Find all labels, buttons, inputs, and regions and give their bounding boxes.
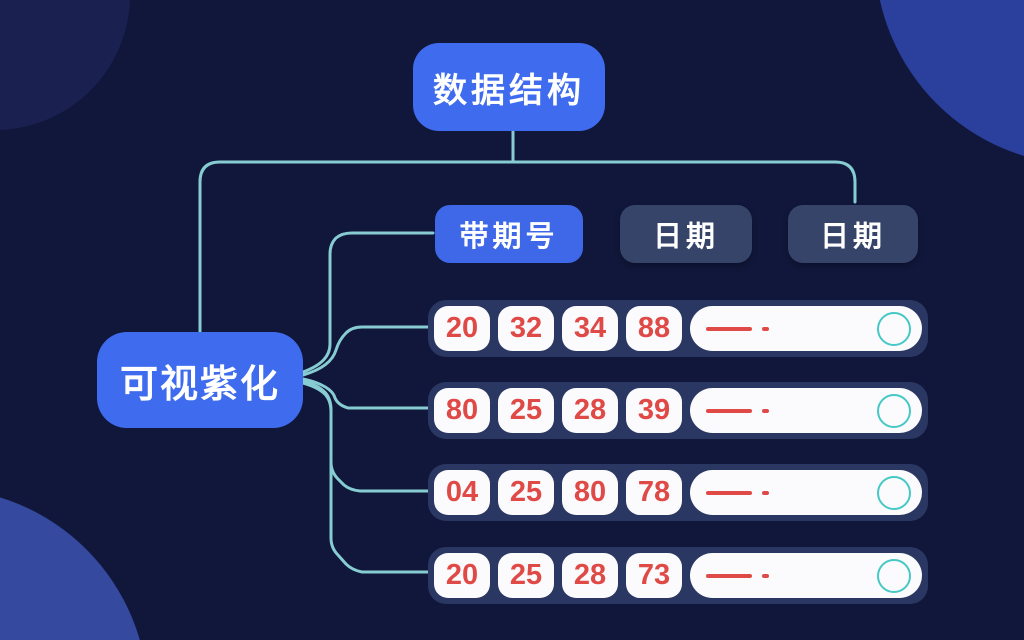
placeholder-field[interactable] (690, 306, 922, 351)
header-label: 带期号 (459, 221, 559, 253)
circle-ring-icon[interactable] (877, 558, 911, 593)
number-cell[interactable]: 25 (498, 553, 554, 598)
dash-dot-icon (762, 326, 769, 331)
number-cell[interactable]: 28 (562, 388, 618, 433)
decor-circle-bottom-left (0, 488, 148, 640)
root-node-label: 数据结构 (433, 71, 585, 110)
dash-icon (706, 573, 752, 578)
root-node-data-structure[interactable]: 数据结构 (413, 43, 605, 131)
data-row[interactable]: 04 25 80 78 (428, 464, 928, 521)
connector-to-row-3 (301, 379, 432, 493)
vis-node-label: 可视紫化 (119, 363, 280, 406)
data-row[interactable]: 20 25 28 73 (428, 547, 928, 604)
number-cell[interactable]: 78 (626, 470, 682, 515)
data-row[interactable]: 20 32 34 88 (428, 300, 928, 357)
dash-dot-icon (762, 573, 769, 578)
header-label: 日期 (652, 221, 719, 253)
number-cell[interactable]: 20 (434, 306, 490, 351)
placeholder-field[interactable] (690, 553, 922, 598)
circle-ring-icon[interactable] (877, 311, 911, 346)
connector-to-row-2 (301, 377, 432, 410)
decor-circle-top-right (875, 0, 1024, 165)
dash-icon (706, 408, 752, 413)
placeholder-field[interactable] (690, 470, 922, 515)
number-cell[interactable]: 04 (434, 470, 490, 515)
circle-ring-icon[interactable] (877, 475, 911, 510)
header-date-2[interactable]: 日期 (788, 205, 918, 263)
header-label: 日期 (819, 221, 886, 253)
data-row[interactable]: 80 25 28 39 (428, 382, 928, 439)
circle-ring-icon[interactable] (877, 393, 911, 428)
number-cell[interactable]: 34 (562, 306, 618, 351)
number-cell[interactable]: 25 (498, 470, 554, 515)
number-cell[interactable]: 20 (434, 553, 490, 598)
connector-to-row-1 (301, 325, 432, 377)
header-issue-number[interactable]: 带期号 (435, 205, 583, 263)
number-cell[interactable]: 25 (498, 388, 554, 433)
number-cell[interactable]: 39 (626, 388, 682, 433)
dash-dot-icon (762, 408, 769, 413)
node-visualization[interactable]: 可视紫化 (97, 332, 303, 428)
header-date-1[interactable]: 日期 (620, 205, 752, 263)
dash-dot-icon (762, 490, 769, 495)
number-cell[interactable]: 32 (498, 306, 554, 351)
connector-to-header (301, 231, 435, 374)
number-cell[interactable]: 28 (562, 553, 618, 598)
placeholder-field[interactable] (690, 388, 922, 433)
dash-icon (706, 326, 752, 331)
number-cell[interactable]: 80 (434, 388, 490, 433)
connector-to-row-4 (301, 381, 432, 574)
number-cell[interactable]: 88 (626, 306, 682, 351)
number-cell[interactable]: 80 (562, 470, 618, 515)
dash-icon (706, 490, 752, 495)
number-cell[interactable]: 73 (626, 553, 682, 598)
decor-circle-top-left (0, 0, 130, 130)
